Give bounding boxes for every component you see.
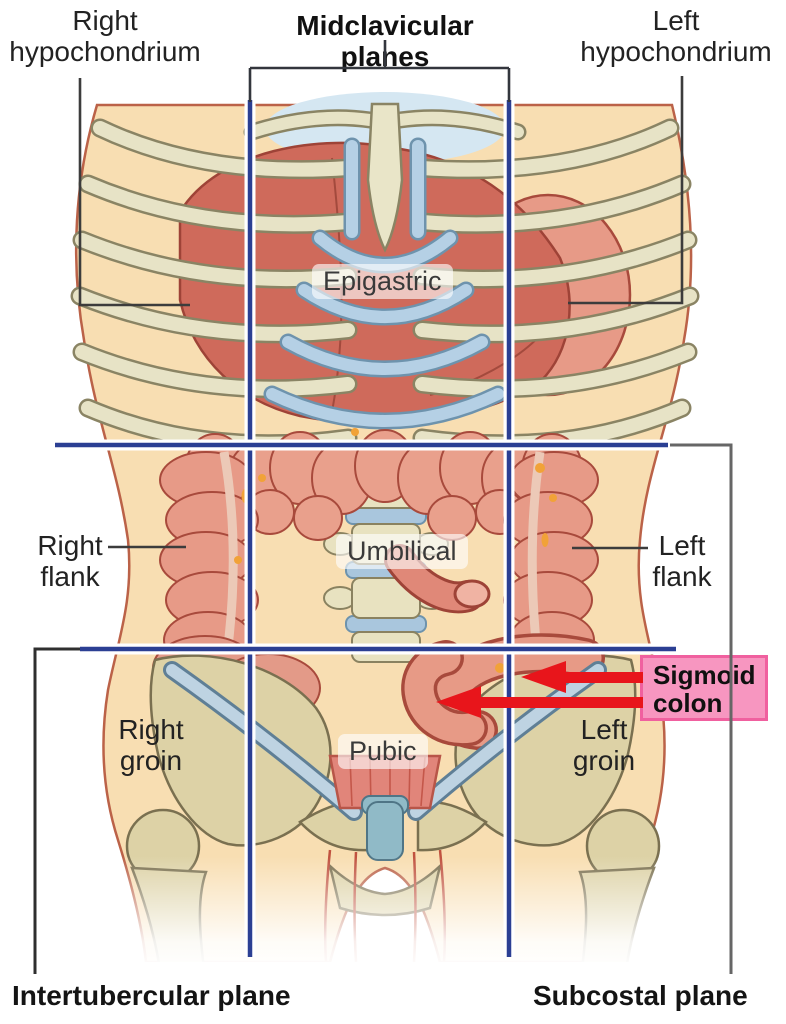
label-left-hypochondrium: Left hypochondrium: [580, 5, 772, 67]
label-left-flank: Left flank: [652, 530, 712, 592]
label-epigastric: Epigastric: [312, 264, 453, 299]
label-umbilical: Umbilical: [336, 534, 468, 569]
label-intertubercular-plane: Intertubercular plane: [12, 980, 291, 1011]
label-midclavicular-planes: Midclavicular planes: [296, 10, 474, 72]
label-right-groin: Right groin: [118, 714, 184, 776]
label-right-flank: Right flank: [37, 530, 103, 592]
label-right-hypochondrium: Right hypochondrium: [9, 5, 201, 67]
label-left-groin: Left groin: [572, 714, 636, 776]
label-pubic: Pubic: [338, 734, 428, 769]
sigmoid-colon-callout: Sigmoid colon: [640, 655, 768, 721]
taenia-coli-right: [219, 451, 238, 663]
label-subcostal-plane: Subcostal plane: [533, 980, 748, 1011]
